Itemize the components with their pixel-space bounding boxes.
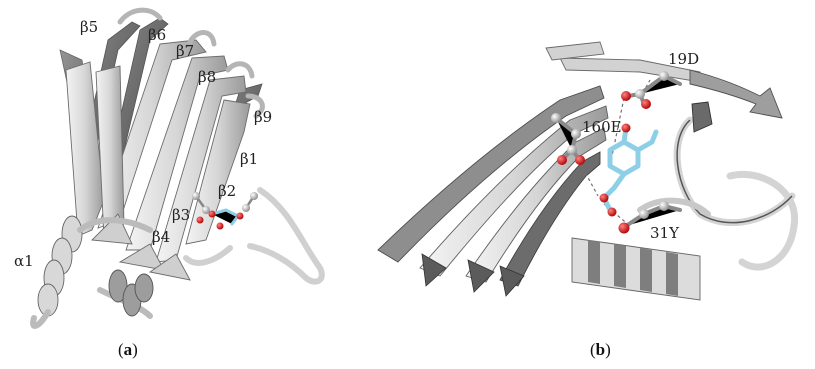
label-beta8: β8 <box>198 68 216 86</box>
label-19D: 19D <box>668 50 699 68</box>
panel-b-structure: 19D 160E 31Y <box>378 42 795 300</box>
caption-b-letter: b <box>596 340 605 359</box>
caption-a: (a) <box>118 340 138 360</box>
label-beta5: β5 <box>80 18 98 36</box>
label-alpha1: α1 <box>14 252 34 270</box>
caption-a-letter: a <box>124 340 133 359</box>
label-beta4: β4 <box>152 228 170 246</box>
label-beta2: β2 <box>218 182 236 200</box>
caption-b: (b) <box>590 340 611 360</box>
panel-b-helix <box>572 238 700 300</box>
label-beta9: β9 <box>254 108 272 126</box>
label-beta6: β6 <box>148 26 166 44</box>
label-160E: 160E <box>582 118 622 136</box>
label-beta1: β1 <box>240 150 258 168</box>
label-beta7: β7 <box>176 42 194 60</box>
label-31Y: 31Y <box>650 224 680 242</box>
label-beta3: β3 <box>172 206 190 224</box>
panel-a-structure: β5 β6 β7 β8 β9 β1 β2 β3 β4 α1 <box>14 10 322 326</box>
